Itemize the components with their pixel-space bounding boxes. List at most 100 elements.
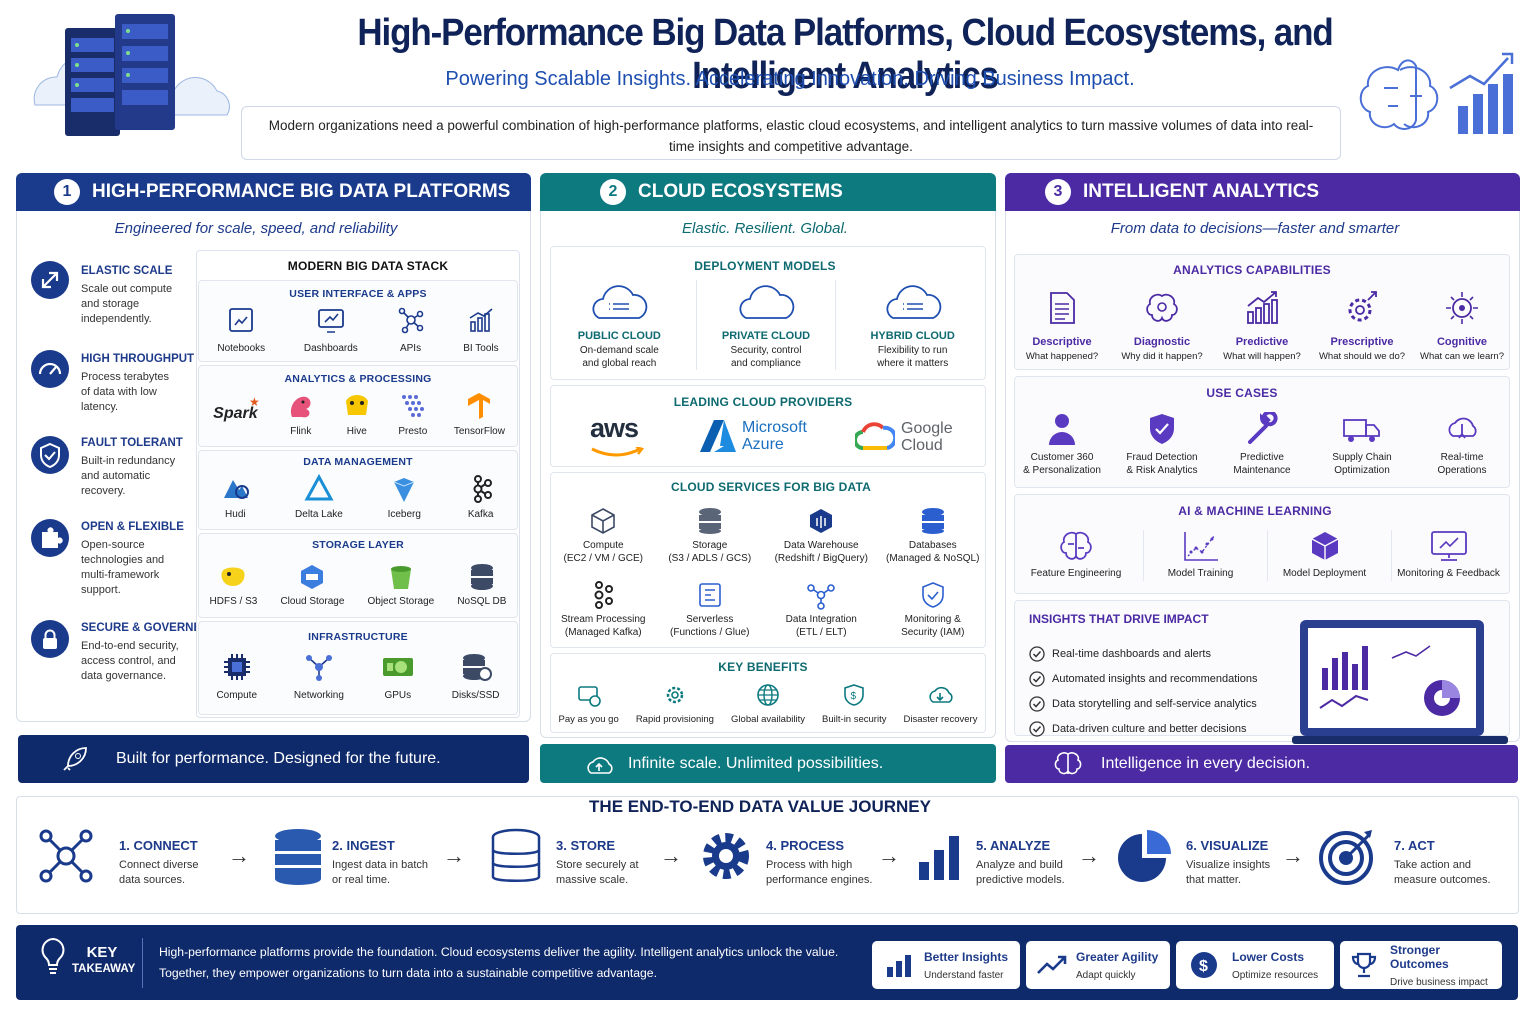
stack-layer bbox=[198, 280, 518, 362]
takeaway-divider bbox=[142, 938, 143, 988]
stack-item-label: Cloud Storage bbox=[280, 596, 345, 607]
journey-title: THE END-TO-END DATA VALUE JOURNEY bbox=[589, 797, 931, 816]
stack-item: Delta Lake bbox=[295, 474, 343, 522]
stack-item: Presto bbox=[398, 391, 428, 439]
compute-chip-icon bbox=[223, 654, 250, 680]
benefit-item: Pay as you go bbox=[559, 682, 619, 727]
stack-item-label: Delta Lake bbox=[295, 509, 343, 520]
iceberg-icon bbox=[394, 478, 415, 502]
insight-item: Automated insights and recommendations bbox=[1029, 666, 1257, 691]
hdfs-icon bbox=[221, 567, 245, 586]
stack-item: Hive bbox=[342, 391, 372, 439]
trophy-icon bbox=[1351, 952, 1377, 978]
benefit-label: Built-in security bbox=[822, 714, 887, 725]
service-title: Stream Processing bbox=[561, 614, 646, 625]
cloud-service: Storage(S3 / ADLS / GCS) bbox=[660, 506, 760, 565]
cloud-tagline: Elastic. Resilient. Global. bbox=[682, 220, 848, 237]
azure-logo-line2: Azure bbox=[742, 436, 784, 453]
journey-step-line2: massive scale. bbox=[556, 874, 629, 886]
act-target-icon bbox=[1318, 828, 1378, 891]
layer-title: USER INTERFACE & APPS bbox=[289, 288, 427, 300]
ml-item-label: Model Training bbox=[1167, 568, 1234, 579]
aws-smile-icon bbox=[591, 445, 645, 457]
takeaway-text-line2: Together, they empower organizations to … bbox=[159, 966, 657, 980]
feature-title: SECURE & GOVERNED bbox=[81, 622, 210, 634]
stack-item-label: Kafka bbox=[467, 509, 494, 520]
fraud-shield-icon bbox=[1150, 414, 1174, 444]
service-desc: (Managed & NoSQL) bbox=[886, 552, 980, 564]
feature-desc: Built-in redundancy and automatic recove… bbox=[81, 455, 176, 497]
feature-title: OPEN & FLEXIBLE bbox=[81, 521, 184, 533]
stack-item: Networking bbox=[294, 652, 344, 703]
networking-icon bbox=[305, 655, 332, 681]
layer-items: Spark★ Flink Hive Presto TensorFlow bbox=[198, 391, 518, 439]
header-illustration-brain-chart bbox=[1350, 40, 1520, 155]
realtime-cloud-icon bbox=[1448, 417, 1477, 439]
benefit-item: Disaster recovery bbox=[904, 682, 977, 727]
cognitive-chip-icon bbox=[1446, 292, 1478, 324]
stack-item: BI Tools bbox=[463, 306, 499, 356]
stack-item-label: APIs bbox=[399, 343, 422, 354]
feature-brain-icon bbox=[1060, 531, 1092, 560]
ai-ml bbox=[1014, 494, 1510, 594]
platforms-banner: Built for performance. Designed for the … bbox=[18, 735, 529, 783]
feature-icon-speed bbox=[31, 350, 69, 393]
journey-step-line2: that matter. bbox=[1186, 874, 1242, 886]
ml-item-label: Feature Engineering bbox=[1030, 568, 1122, 579]
service-desc: (ETL / ELT) bbox=[795, 626, 847, 638]
journey-step-line2: or real time. bbox=[332, 874, 391, 886]
journey-step-line2: measure outcomes. bbox=[1394, 874, 1491, 886]
use-case: Fraud Detection& Risk Analytics bbox=[1112, 412, 1212, 477]
insight-text: Automated insights and recommendations bbox=[1052, 672, 1258, 685]
analyze-bars-icon bbox=[917, 832, 963, 887]
service-desc: (Functions / Glue) bbox=[670, 626, 750, 638]
stack-item-label: TensorFlow bbox=[453, 426, 505, 437]
stack-item-label: Object Storage bbox=[367, 596, 435, 607]
feature-icon-shield bbox=[31, 436, 69, 479]
journey-step-title: 4. PROCESS bbox=[766, 838, 845, 853]
feature-icon-puzzle bbox=[31, 519, 69, 562]
stack-item: Hudi bbox=[220, 474, 250, 522]
service-desc: (Redshift / BigQuery) bbox=[774, 552, 868, 564]
data-warehouse-icon bbox=[810, 509, 833, 533]
service-desc: (Managed Kafka) bbox=[564, 626, 642, 638]
stack-layer bbox=[198, 533, 518, 618]
svg-text:$: $ bbox=[851, 691, 857, 702]
stack-item-label: Iceberg bbox=[387, 509, 421, 520]
arrow-right-icon: → bbox=[878, 843, 900, 868]
ml-item: Feature Engineering bbox=[1019, 530, 1134, 581]
services-row: Compute(EC2 / VM / GCE) Storage(S3 / ADL… bbox=[550, 506, 986, 565]
feature-desc: Scale out compute and storage independen… bbox=[81, 283, 173, 325]
use-case-line1: Fraud Detection bbox=[1126, 452, 1198, 463]
benefit-label: Global availability bbox=[731, 714, 805, 725]
analytics-banner-text: Intelligence in every decision. bbox=[1101, 755, 1311, 772]
delta-lake-icon bbox=[304, 474, 334, 501]
service-desc: Security (IAM) bbox=[901, 626, 965, 638]
takeaway-label: KEY TAKEAWAY bbox=[72, 944, 135, 975]
journey-step-line1: Connect diverse bbox=[119, 859, 199, 871]
insight-text: Data storytelling and self-service analy… bbox=[1052, 697, 1257, 710]
page-subtitle: Powering Scalable Insights. Accelerating… bbox=[445, 68, 1135, 90]
layer-items: Hudi Delta Lake Iceberg Kafka bbox=[198, 474, 518, 522]
stack-item-label: Presto bbox=[398, 426, 428, 437]
service-title: Data Warehouse bbox=[783, 540, 859, 551]
benefit-item: $ Built-in security bbox=[822, 682, 886, 727]
use-case: Customer 360& Personalization bbox=[1012, 412, 1112, 477]
prescriptive-gear-icon bbox=[1348, 291, 1377, 322]
arrow-right-icon: → bbox=[1282, 843, 1304, 868]
capability-title: Descriptive bbox=[1032, 336, 1092, 348]
use-case-line1: Predictive bbox=[1240, 452, 1284, 463]
deploy-title: DEPLOYMENT MODELS bbox=[694, 259, 836, 273]
layer-title: ANALYTICS & PROCESSING bbox=[284, 373, 432, 385]
stack-item: Disks/SSD bbox=[452, 652, 500, 703]
capability-title: Predictive bbox=[1235, 336, 1289, 348]
stack-item: Flink bbox=[286, 391, 316, 439]
spark-star-icon: ★ bbox=[249, 395, 260, 409]
